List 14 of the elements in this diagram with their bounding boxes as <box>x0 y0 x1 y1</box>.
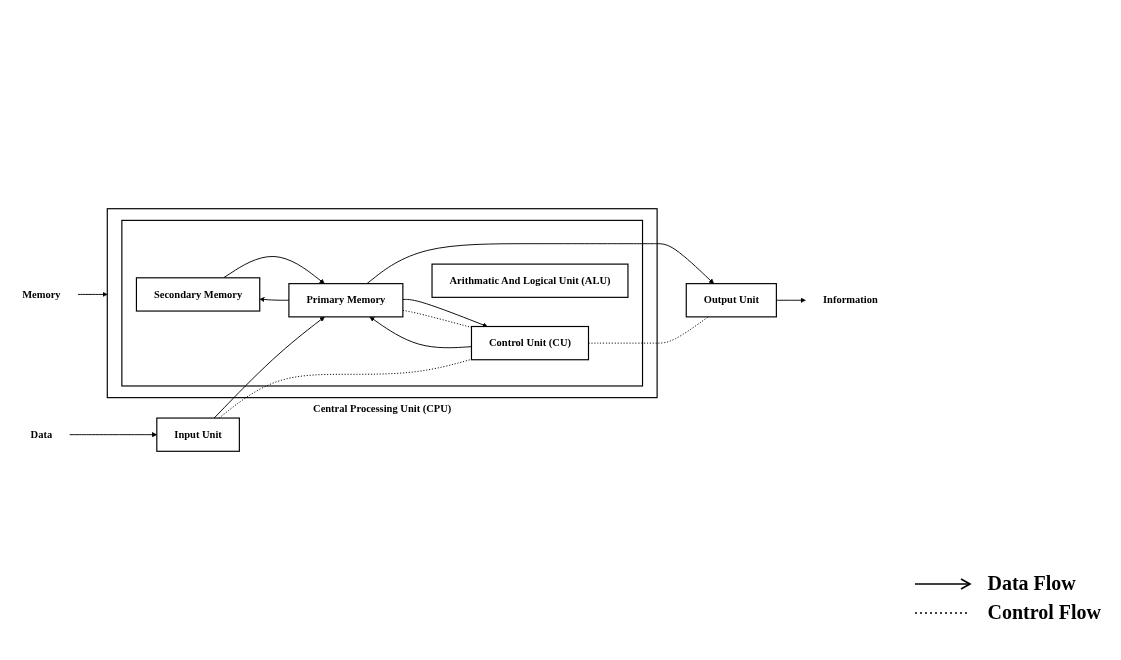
node-box: Primary Memory <box>288 283 404 318</box>
node-box: Input Unit <box>156 417 240 452</box>
cluster <box>106 208 658 399</box>
node-label: Central Processing Unit (CPU) <box>313 402 452 415</box>
node-text: Data <box>30 428 53 441</box>
node-box: Control Unit (CU) <box>470 325 590 361</box>
cluster <box>121 219 644 387</box>
node-text: Information <box>823 294 878 306</box>
node-box: Secondary Memory <box>135 277 261 312</box>
legend-text: Control Flow <box>987 601 1101 624</box>
node-box: Output Unit <box>685 283 777 318</box>
node-text: Memory <box>22 288 61 300</box>
legend-text: Data Flow <box>987 572 1076 595</box>
node-box: Arithmatic And Logical Unit (ALU) <box>431 263 629 298</box>
